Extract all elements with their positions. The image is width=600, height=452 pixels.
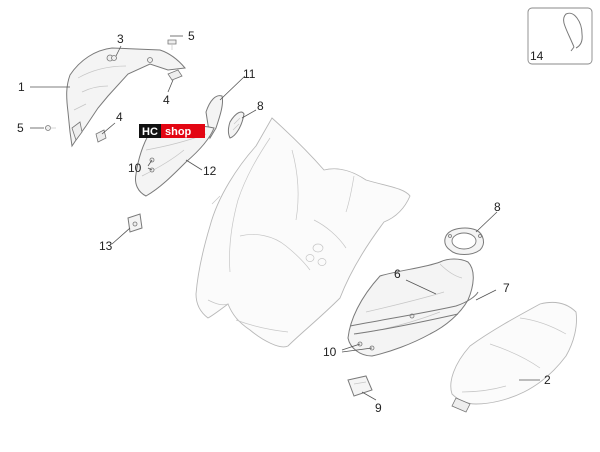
- callout-4-lower: 4: [116, 110, 123, 124]
- callout-12: 12: [203, 164, 217, 178]
- callout-5-lower: 5: [17, 121, 24, 135]
- callout-4-upper: 4: [163, 93, 170, 107]
- logo-hc-text: HC: [142, 126, 158, 138]
- callout-6: 6: [394, 267, 401, 281]
- screw-5-left: [45, 125, 56, 131]
- part-14-inset: [527, 7, 593, 65]
- part-6-right-air-duct: [347, 258, 474, 357]
- screw-5-top: [167, 39, 177, 50]
- callout-8-lower: 8: [494, 200, 501, 214]
- callout-5-upper: 5: [188, 29, 195, 43]
- callout-11: 11: [243, 67, 256, 81]
- part-8-lower-ring-seal: [444, 227, 484, 255]
- callout-3: 3: [117, 32, 124, 46]
- front-fairing: [195, 117, 411, 348]
- hcshop-logo: HC shop: [139, 124, 205, 138]
- callout-8-upper: 8: [257, 99, 264, 113]
- part-7-gasket: [349, 291, 479, 335]
- callout-13: 13: [99, 239, 113, 253]
- part-9-lower-bracket: [347, 375, 373, 397]
- callout-2: 2: [544, 373, 551, 387]
- clips-10-lower: [357, 341, 375, 351]
- part-13-bracket: [127, 213, 143, 233]
- leader-lines: [30, 35, 540, 401]
- callout-9: 9: [375, 401, 382, 415]
- callout-numbers: 1 2 3 4 4 5 5 6 7 8 8 9 10 10 11 12 13 1…: [17, 29, 551, 415]
- callout-10-lower: 10: [323, 345, 337, 359]
- screw-3: [111, 55, 117, 61]
- part-8-upper-seal: [228, 111, 245, 139]
- callout-1: 1: [18, 80, 25, 94]
- part-2-right-lower-fairing: [450, 301, 577, 413]
- callout-7: 7: [503, 281, 510, 295]
- callout-10-upper: 10: [128, 161, 142, 175]
- clip-4-top: [167, 69, 183, 81]
- logo-shop-text: shop: [165, 126, 192, 138]
- callout-14: 14: [530, 49, 544, 63]
